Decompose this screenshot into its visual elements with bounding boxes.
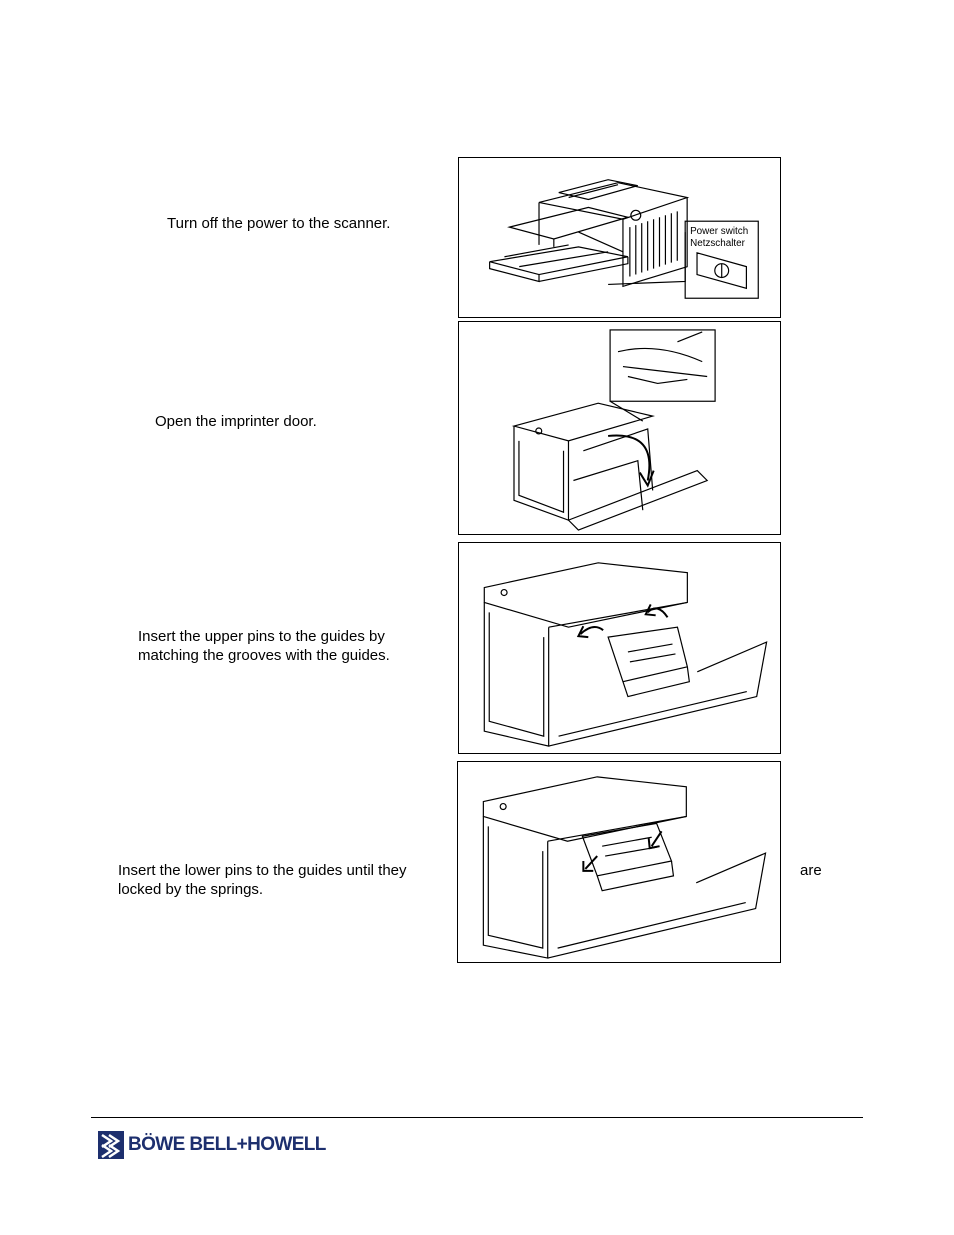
scanner-power-illustration: Power switch Netzschalter xyxy=(489,179,759,299)
brand-name: BÖWE BELL+HOWELL xyxy=(128,1134,326,1155)
step-1-text: Turn off the power to the scanner. xyxy=(167,214,390,233)
brand-chevron-icon xyxy=(98,1131,124,1159)
step-1-label: Turn off the power to the scanner. xyxy=(167,215,391,232)
step-2-label: Open the imprinter door. xyxy=(155,413,317,430)
footer-logo: BÖWE BELL+HOWELL xyxy=(98,1130,326,1160)
step-2-text: Open the imprinter door. xyxy=(155,412,317,431)
step-3-line-1: Insert the upper pins to the guides by xyxy=(138,628,385,645)
power-switch-callout-1: Power switch xyxy=(690,226,748,237)
figure-upper-pins xyxy=(458,542,781,754)
step-4-line-1: Insert the lower pins to the guides unti… xyxy=(118,862,407,879)
step-3-line-2: matching the grooves with the guides. xyxy=(138,647,390,664)
step-3-text: Insert the upper pins to the guides by m… xyxy=(138,627,390,665)
power-switch-callout-2: Netzschalter xyxy=(690,238,746,249)
step-4-trailing-word: are xyxy=(800,862,822,879)
footer-divider xyxy=(91,1117,863,1118)
step-4-text: Insert the lower pins to the guides unti… xyxy=(118,861,407,899)
figure-open-door xyxy=(458,321,781,535)
upper-pins-illustration xyxy=(483,562,768,747)
lower-pins-illustration xyxy=(482,776,767,959)
figure-lower-pins xyxy=(457,761,781,963)
figure-power-switch: Power switch Netzschalter xyxy=(458,157,781,318)
step-4-line-2: locked by the springs. xyxy=(118,881,264,898)
step-4-trailing-text: are xyxy=(800,861,822,880)
scanner-door-open-illustration xyxy=(511,329,716,531)
